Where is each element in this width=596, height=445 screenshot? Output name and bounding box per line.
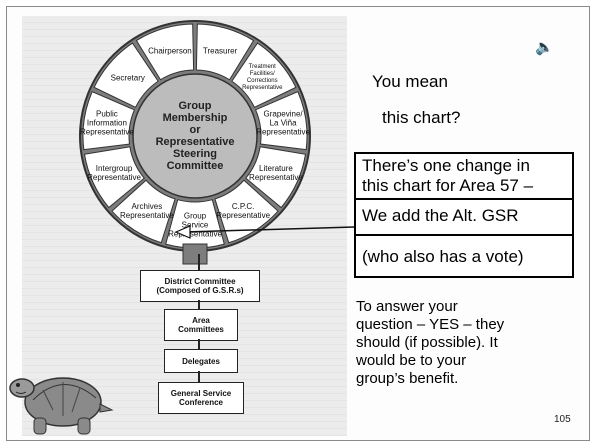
callout-line-1: There’s one change in	[362, 156, 530, 175]
wheel-label-intergroup-line: Intergroup	[95, 163, 133, 173]
answer-line-2: question – YES – they	[356, 316, 505, 333]
wheel-label-literature-line: Literature	[259, 163, 293, 173]
wheel-label-treatment-line: Representative	[242, 84, 283, 91]
wheel-label-public_info-line: Information	[86, 118, 127, 128]
wheel-segment-grapevine	[254, 90, 308, 151]
wheel-label-grapevine-line: La Viña	[269, 118, 297, 128]
flow-gsc-line1: General Service	[170, 389, 232, 398]
callout-line-3: We add the Alt. GSR	[362, 206, 519, 225]
turtle-icon	[9, 377, 114, 435]
flow-box-area: Area Committees	[164, 309, 238, 341]
wheel-segment-treatment	[231, 42, 297, 108]
callout-line-2: this chart for Area 57 –	[362, 176, 534, 195]
wheel-label-intergroup-line: Representative	[87, 172, 141, 182]
wheel-segment-secretary	[93, 42, 159, 108]
callout-line-4: (who also has a vote)	[362, 247, 524, 266]
wheel-label-cpc: C.P.C.Representative	[216, 202, 270, 220]
wheel-center-line: Group	[178, 100, 212, 112]
flow-gsc-line2: Conference	[178, 398, 223, 407]
wheel-label-archives-line: Archives	[131, 201, 163, 211]
wheel-label-public_info-line: Representative	[79, 127, 134, 137]
flow-area-line2: Committees	[178, 325, 224, 334]
answer-line-4: would be to your	[356, 352, 467, 369]
callout-box: There’s one change in this chart for Are…	[354, 152, 574, 278]
service-wheel	[79, 20, 311, 265]
callout-divider-1	[356, 198, 572, 200]
wheel-label-archives-line: Representative	[119, 210, 174, 220]
answer-line-5: group’s benefit.	[356, 370, 459, 387]
wheel-segment-intergroup	[83, 146, 145, 209]
wheel-label-grapevine-line: Representative	[256, 127, 310, 137]
wheel-label-gsr-line: Service	[181, 220, 209, 230]
flow-delegates-line1: Delegates	[182, 356, 220, 366]
wheel-label-chairperson-line: Chairperson	[148, 46, 192, 56]
wheel-center-line: Committee	[166, 160, 224, 172]
wheel-label-grapevine-line: Grapevine/	[263, 109, 303, 119]
flow-district-line2: (Composed of G.S.R.s)	[156, 286, 244, 295]
wheel-center-line: or	[189, 124, 201, 136]
wheel-label-public_info-line: Public	[95, 109, 118, 119]
wheel-segment-archives	[111, 179, 176, 244]
wheel-label-literature-line: Representative	[249, 172, 303, 182]
wheel-segment-chairperson	[135, 23, 195, 81]
wheel-label-gsr-line: Group	[183, 211, 207, 221]
wheel-label-treatment-line: Corrections	[246, 77, 278, 84]
wheel-label-treasurer-line: Treasurer	[202, 46, 238, 56]
flow-box-gsc: General Service Conference	[158, 382, 244, 414]
flow-connectors	[198, 254, 200, 382]
wheel-label-chairperson: Chairperson	[148, 46, 192, 55]
wheel-stem	[182, 243, 208, 265]
question-line-1: You mean	[372, 72, 448, 91]
wheel-label-gsr-line: Representative	[168, 229, 222, 239]
answer-line-1: To answer your	[356, 298, 458, 315]
wheel-center-line: Steering	[172, 148, 217, 160]
question-line-2: this chart?	[382, 108, 461, 127]
wheel-center	[132, 73, 258, 199]
slide-number: 105	[554, 414, 571, 425]
wheel-center-line: Membership	[162, 112, 228, 124]
answer-line-3: should (if possible). It	[356, 334, 498, 351]
flow-district-line1: District Committee	[164, 277, 236, 286]
speaker-icon[interactable]: 🔈	[535, 39, 554, 56]
callout-divider-2	[356, 234, 572, 236]
flow-box-district: District Committee (Composed of G.S.R.s)	[140, 270, 260, 302]
wheel-label-treatment-line: Facilities/	[249, 70, 275, 77]
wheel-center-line: Representative	[155, 136, 235, 148]
wheel-label-cpc-line: C.P.C.	[231, 201, 255, 211]
wheel-segment-treasurer	[195, 23, 255, 81]
wheel-label-cpc-line: Representative	[216, 210, 271, 220]
wheel-label-treatment-line: Treatment	[248, 63, 276, 70]
flow-box-delegates: Delegates	[164, 349, 238, 373]
wheel-segment-public_info	[82, 90, 136, 151]
wheel-label-treasurer: Treasurer	[203, 46, 237, 55]
wheel-label-secretary: Secretary	[111, 73, 145, 82]
wheel-segment-literature	[245, 146, 307, 209]
wheel-label-secretary-line: Secretary	[110, 73, 145, 83]
flow-area-line1: Area	[192, 316, 210, 325]
